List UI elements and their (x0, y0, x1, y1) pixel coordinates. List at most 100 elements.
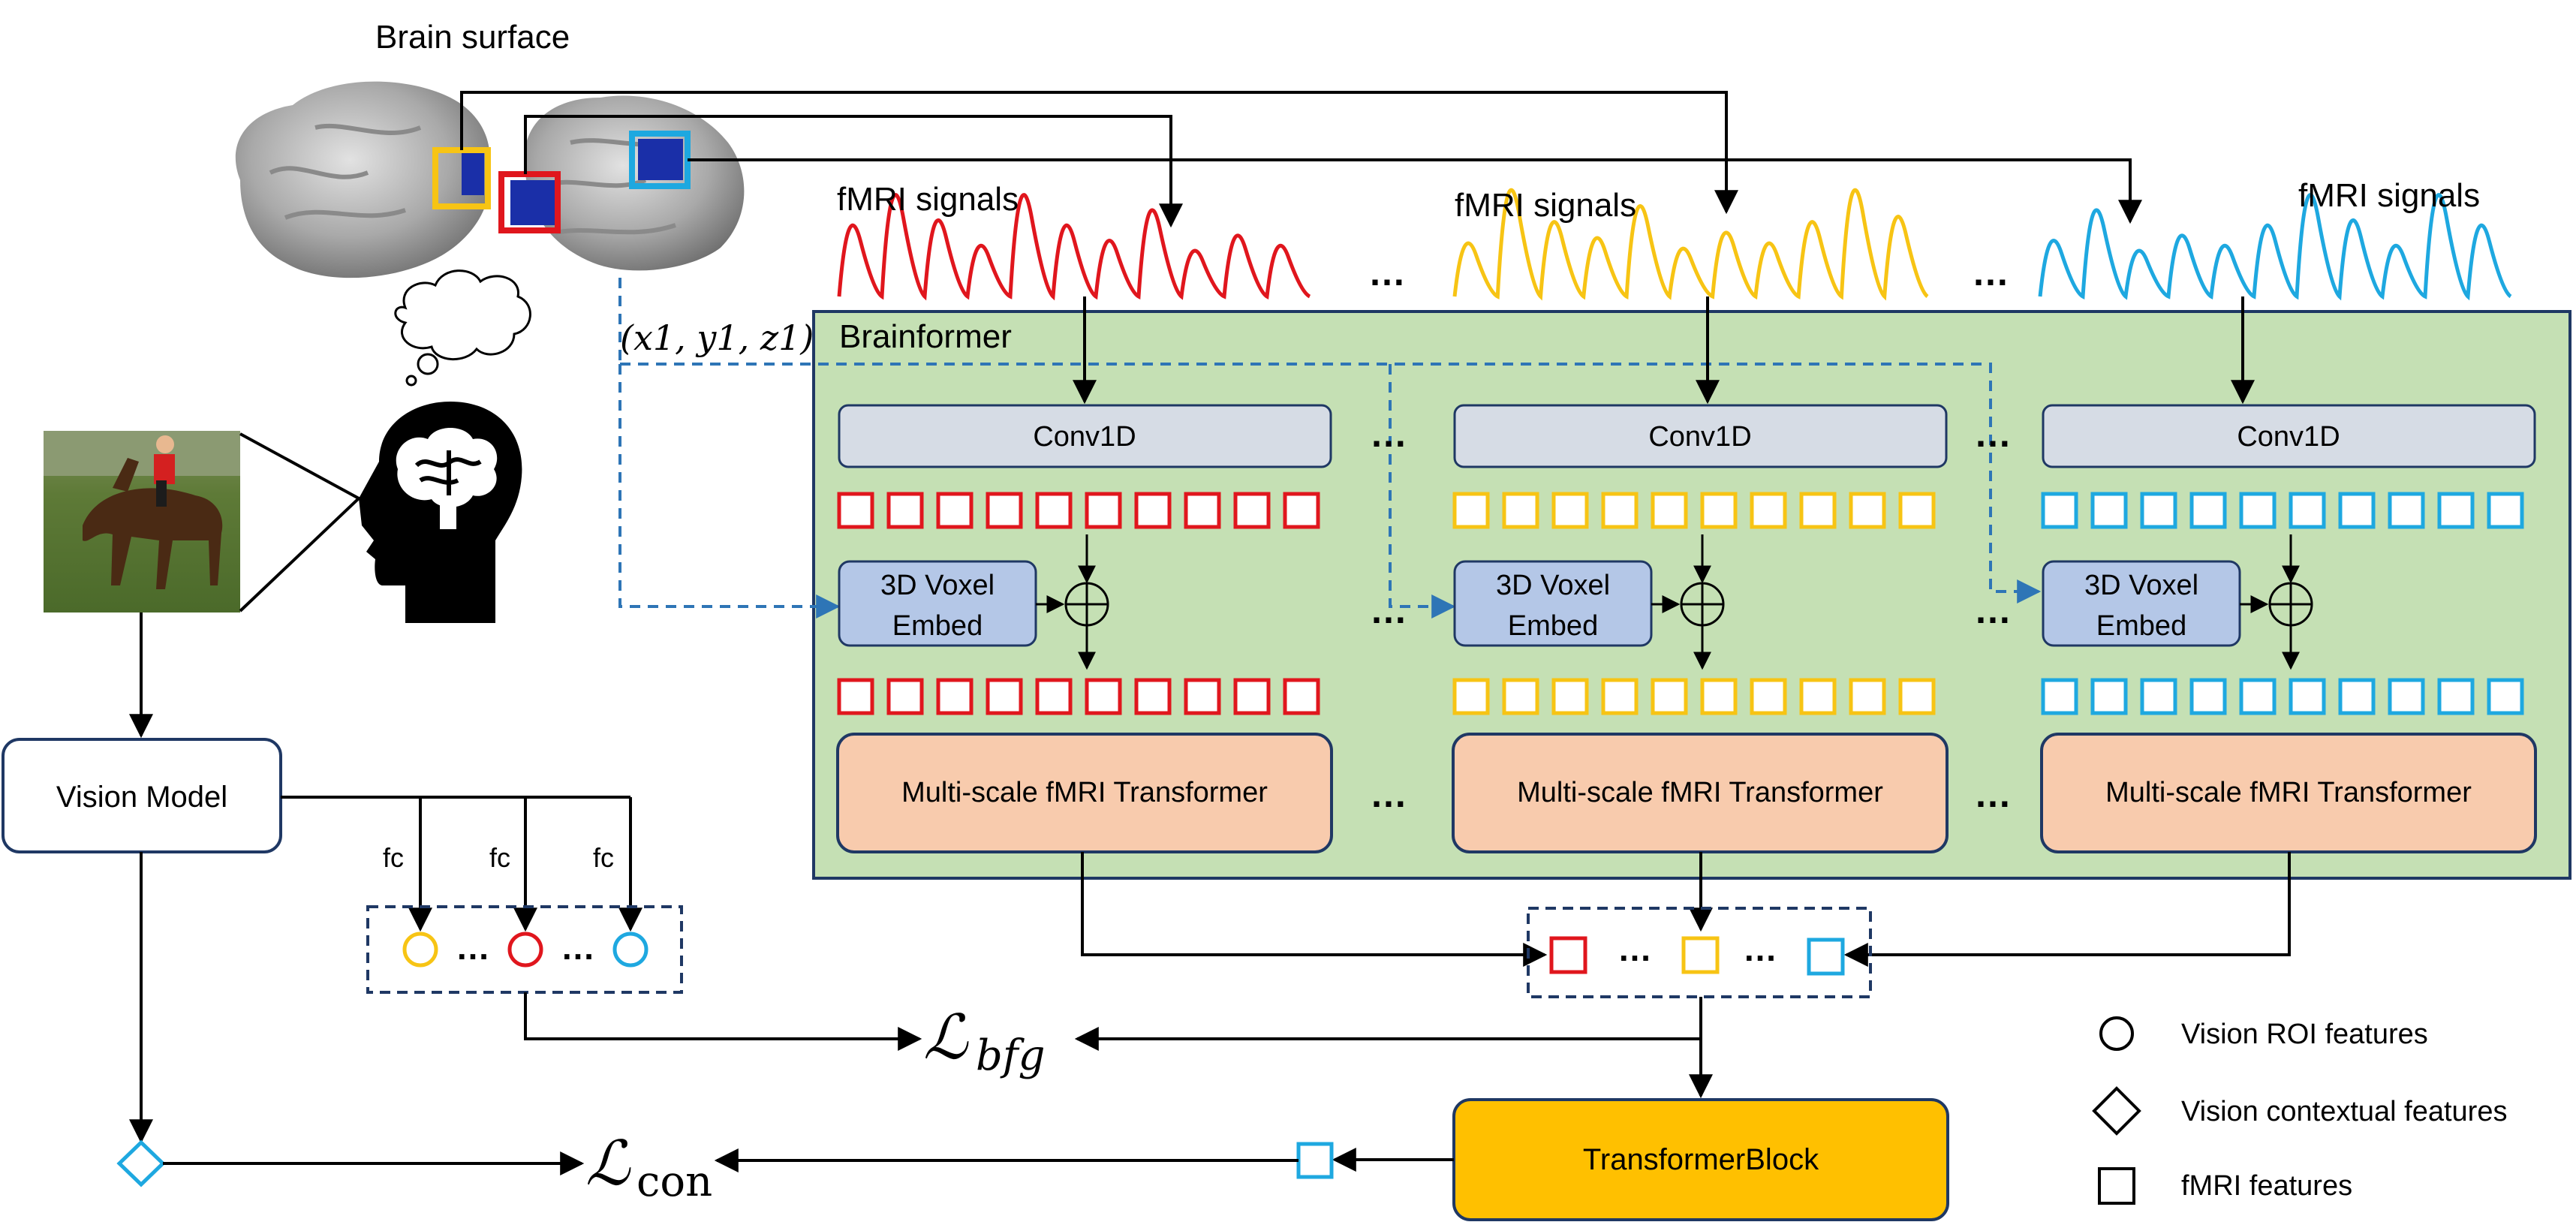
arrow-col1-to-features (1081, 852, 1548, 967)
embedded-token (886, 678, 924, 715)
loss-con-subscript: con (636, 1157, 712, 1206)
embedded-token (2140, 678, 2177, 715)
conv1d-box (838, 404, 1332, 468)
embedded-token (1035, 678, 1073, 715)
conv1d-label: Conv1D (1648, 421, 1751, 453)
multiscale-transformer-label: Multi-scale fMRI Transformer (901, 777, 1268, 808)
voxel-embed-label-2: Embed (1508, 610, 1598, 642)
legend-label-fmri: fMRI features (2181, 1170, 2352, 1202)
dashed-coordinate-link (618, 278, 2038, 608)
brainformer-title: Brainformer (839, 318, 1012, 355)
conv1d-label: Conv1D (1033, 421, 1136, 453)
conv-token (1502, 492, 1539, 529)
arrow-features-to-lbfg (1074, 997, 1702, 1051)
embedded-token (2189, 678, 2227, 715)
ellipsis: … (1618, 929, 1652, 968)
legend-diamond-icon (2092, 1086, 2141, 1136)
ellipsis: … (1974, 589, 2012, 631)
conv-token (1651, 492, 1688, 529)
embedded-token (1184, 678, 1221, 715)
fc-label-3: fc (593, 842, 614, 873)
embedded-token (1898, 678, 1936, 715)
voxel-embed-label-1: 3D Voxel (1496, 570, 1610, 601)
embedded-token (1601, 678, 1639, 715)
ellipsis: … (1974, 413, 2012, 455)
conv1d-box (1453, 404, 1948, 468)
human-head-icon (359, 402, 522, 623)
arrow-roi-red-to-signal (524, 115, 1183, 228)
conv-token (936, 492, 974, 529)
embedded-token (1551, 678, 1589, 715)
ellipsis: … (1368, 251, 1406, 293)
embedded-token (1134, 678, 1172, 715)
conv-token (886, 492, 924, 529)
conv-token (1700, 492, 1738, 529)
embedded-token (2090, 678, 2128, 715)
embedded-token (1651, 678, 1688, 715)
embedded-token (1750, 678, 1787, 715)
embedded-token (2487, 678, 2524, 715)
conv-token (1233, 492, 1271, 529)
embedded-token (1502, 678, 1539, 715)
fmri-global-feature (1296, 1142, 1334, 1179)
embedded-token (936, 678, 974, 715)
conv-token (2090, 492, 2128, 529)
conv-token (1551, 492, 1589, 529)
conv-token (837, 492, 874, 529)
fmri-signal-wave (2038, 193, 2512, 301)
transformer-block-label: TransformerBlock (1583, 1143, 1819, 1176)
conv-token (1134, 492, 1172, 529)
embedded-token (2338, 678, 2376, 715)
arrow-roi-blue-to-signal (688, 158, 2142, 224)
conv-token (986, 492, 1023, 529)
legend-label-roi: Vision ROI features (2181, 1019, 2428, 1050)
ellipsis: … (1743, 929, 1777, 968)
loss-bfg-symbol: ℒ (923, 1002, 969, 1073)
conv1d-box (2042, 404, 2536, 468)
conv-token (1601, 492, 1639, 529)
vision-contextual-feature (116, 1139, 166, 1187)
conv1d-label: Conv1D (2237, 421, 2340, 453)
arrow-col3-to-features (1843, 852, 2291, 967)
embedded-token (837, 678, 874, 715)
voxel-embed-label-2: Embed (892, 610, 983, 642)
conv-token (1799, 492, 1837, 529)
embedded-token (2388, 678, 2425, 715)
conv-token (1849, 492, 1886, 529)
ellipsis: … (1370, 413, 1407, 455)
vision-roi-feature-blue (612, 932, 649, 968)
fc-label-2: fc (489, 842, 510, 873)
fmri-signals-label-2: fMRI signals (1455, 187, 1636, 224)
legend-square-icon (2098, 1167, 2135, 1205)
fmri-feature-group (1527, 907, 1872, 998)
conv-token (2041, 492, 2078, 529)
arrow-roi-to-lbfg (524, 992, 922, 1051)
fmri-feature-blue (1807, 938, 1845, 976)
fmri-signals-label-3: fMRI signals (2298, 177, 2480, 214)
embedded-token (1085, 678, 1122, 715)
conv-token (2140, 492, 2177, 529)
conv-token (1035, 492, 1073, 529)
multiscale-transformer-box (836, 733, 1333, 853)
conv-token (1283, 492, 1320, 529)
arrow-roi-yellow-to-signal (460, 91, 1738, 215)
multiscale-transformer-label: Multi-scale fMRI Transformer (2105, 777, 2472, 808)
conv-token (2487, 492, 2524, 529)
input-image (44, 431, 240, 612)
vision-model-label: Vision Model (56, 781, 227, 814)
fmri-feature-yellow (1681, 936, 1720, 974)
voxel-embed-label-1: 3D Voxel (880, 570, 995, 601)
embedded-token (2437, 678, 2475, 715)
fmri-signal-wave (837, 193, 1311, 301)
embedded-token (2041, 678, 2078, 715)
ellipsis: … (1974, 773, 2012, 815)
voxel-coordinate-label: (x1, y1, z1) (620, 318, 814, 358)
conv-token (1452, 492, 1490, 529)
fmri-signals-label-1: fMRI signals (837, 181, 1019, 218)
fc-label-1: fc (383, 842, 404, 873)
embedded-token (986, 678, 1023, 715)
